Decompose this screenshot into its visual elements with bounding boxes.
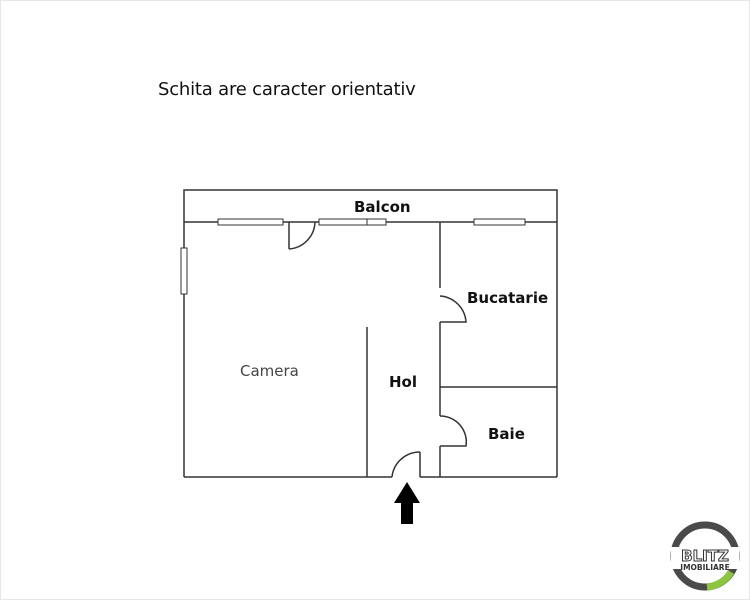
window <box>473 218 526 226</box>
window <box>318 218 387 226</box>
svg-text:BLITZ: BLITZ <box>681 547 729 565</box>
window <box>217 218 284 226</box>
plan-disclaimer-title: Schita are caracter orientativ <box>158 79 416 100</box>
blitz-imobiliare-logo: BLITZ IMOBILIARE <box>669 520 741 592</box>
room-label-hol: Hol <box>389 373 418 391</box>
room-label-camera: Camera <box>240 362 299 380</box>
window <box>180 247 188 295</box>
entrance-arrow-icon <box>394 482 420 524</box>
room-label-baie: Baie <box>488 425 525 443</box>
svg-text:IMOBILIARE: IMOBILIARE <box>680 563 729 572</box>
room-label-bucatarie: Bucatarie <box>467 289 549 307</box>
balcony-outline <box>183 189 558 222</box>
room-label-balcon: Balcon <box>354 198 411 216</box>
